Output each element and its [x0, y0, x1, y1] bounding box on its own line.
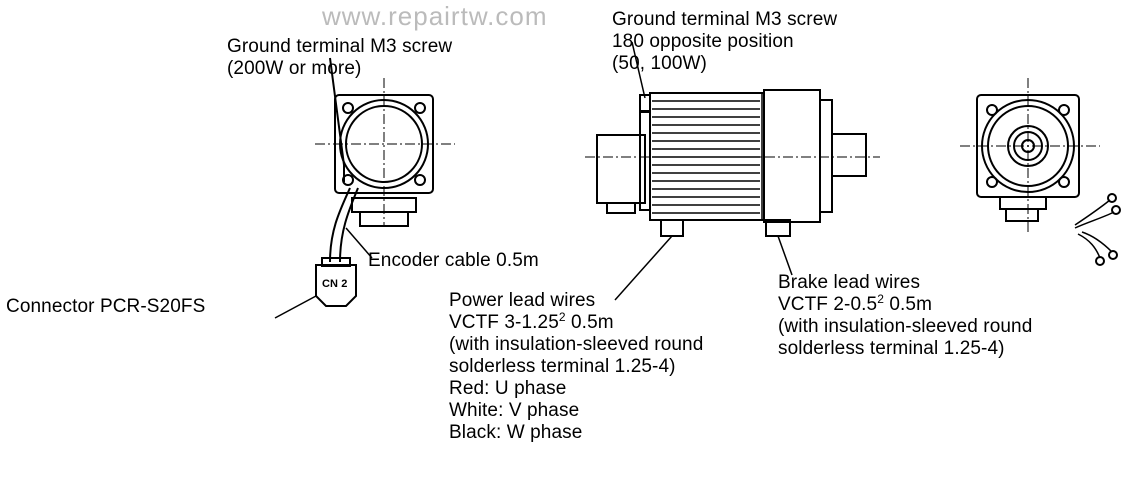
front-view-motor	[960, 78, 1121, 266]
cn2-connector-label: CN 2	[322, 278, 348, 290]
connector-label: Connector PCR-S20FS	[6, 296, 206, 317]
cn2-connector	[274, 257, 357, 319]
ground-terminal-side-label: Ground terminal M3 screw 180 opposite po…	[612, 9, 838, 74]
watermark: www.repairtw.com	[322, 1, 548, 31]
brake-lead-wires-label: Brake lead wires VCTF 2-0.52 0.5m (with …	[778, 272, 1033, 359]
ground-terminal-rear-label: Ground terminal M3 screw (200W or more)	[227, 36, 453, 79]
power-lead-wires-label: Power lead wires VCTF 3-1.252 0.5m (with…	[449, 290, 704, 443]
rear-view-motor	[315, 57, 455, 227]
side-view-motor	[585, 41, 880, 301]
encoder-cable-label: Encoder cable 0.5m	[368, 250, 539, 271]
encoder-cable	[329, 187, 373, 263]
